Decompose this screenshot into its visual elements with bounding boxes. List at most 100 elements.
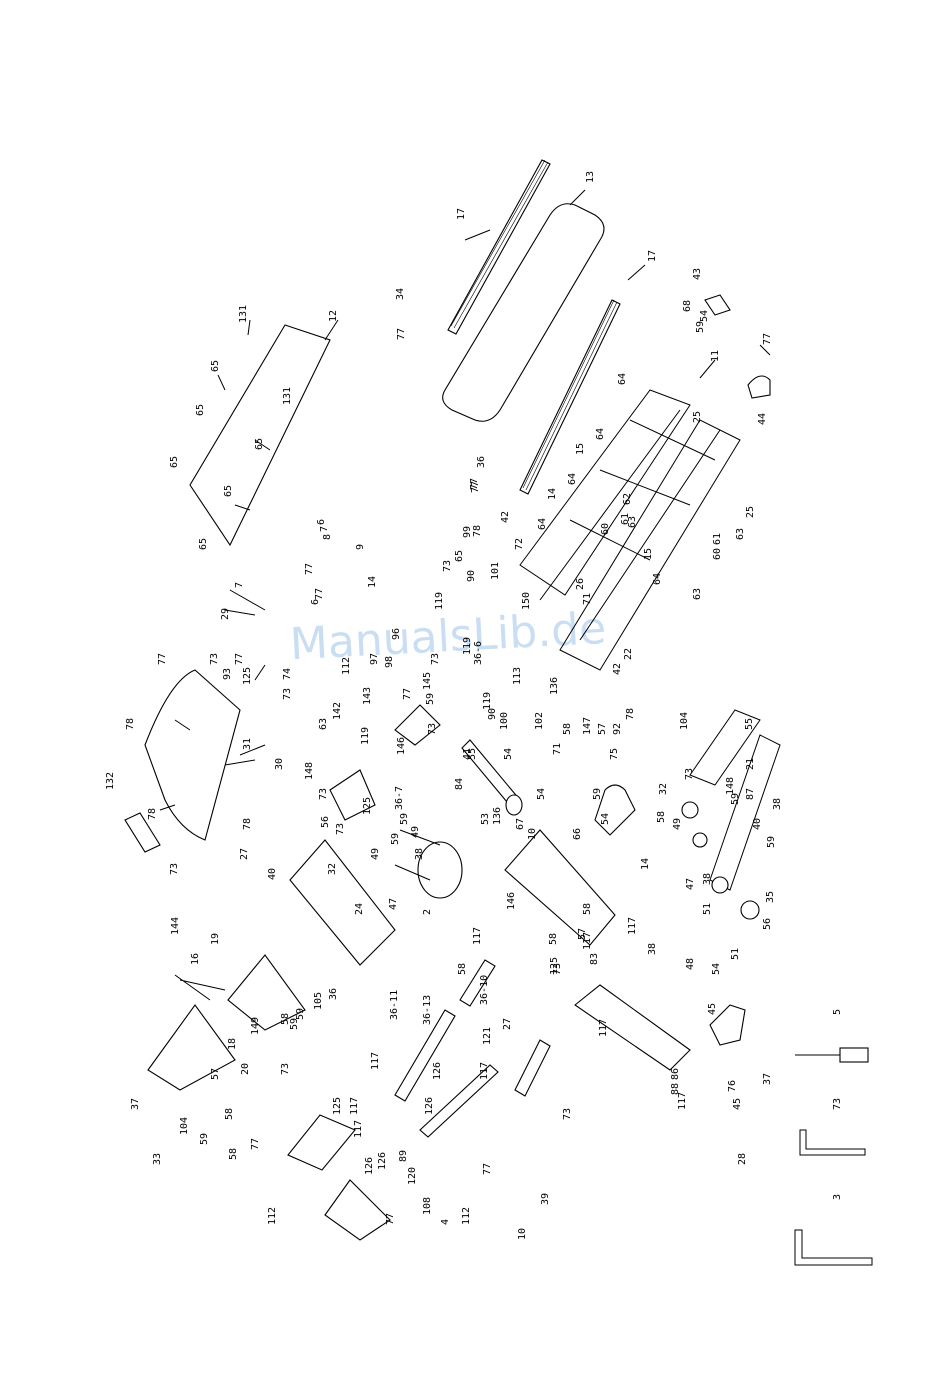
callout-label: 120 [407, 1167, 418, 1185]
callout-label: 25 [692, 411, 703, 423]
callout-label: 14 [640, 858, 651, 870]
callout-label: 12 [328, 310, 339, 322]
callout-label: 64 [617, 373, 628, 385]
callout-label: 71 [552, 743, 563, 755]
callout-label: 59 [425, 693, 436, 705]
callout-label: 28 [737, 1153, 748, 1165]
callout-label: 105 [313, 992, 324, 1010]
callout-label: 60 [712, 548, 723, 560]
callout-label: 84 [454, 778, 465, 790]
callout-label: 54 [711, 963, 722, 975]
callout-label: 125 [332, 1097, 343, 1115]
callout-label: 77 [402, 688, 413, 700]
callout-label: 119 [482, 692, 493, 710]
callout-label: 87 [745, 788, 756, 800]
callout-label: 60 [600, 523, 611, 535]
allen-wrench-small-tool [799, 1129, 866, 1156]
callout-label: 63 [692, 588, 703, 600]
callout-label: 77 [157, 653, 168, 665]
callout-label: 83 [589, 953, 600, 965]
callout-label: 59 [766, 836, 777, 848]
callout-label: 77 [469, 478, 480, 490]
callout-label: 58 [457, 963, 468, 975]
callout-label: 136 [549, 677, 560, 695]
callout-label: 63 [318, 718, 329, 730]
callout-label: 59 [695, 321, 706, 333]
callout-label: 90 [466, 570, 477, 582]
callout-label: 146 [396, 737, 407, 755]
callout-label: 73 [684, 768, 695, 780]
callout-label: 10 [527, 828, 538, 840]
callout-label: 78 [147, 808, 158, 820]
callout-label: 47 [388, 898, 399, 910]
callout-label: 59 [390, 833, 401, 845]
callout-label: 67 [515, 818, 526, 830]
callout-label: 72 [514, 538, 525, 550]
callout-label: 53 [480, 813, 491, 825]
callout-label: 119 [360, 727, 371, 745]
callout-label: 58 [280, 1013, 291, 1025]
callout-label: 57 [210, 1068, 221, 1080]
callout-label: 97 [369, 653, 380, 665]
callout-labels: 1213165651316565656517131734777743595468… [105, 171, 843, 1240]
callout-label: 43 [692, 268, 703, 280]
callout-label: 55 [467, 748, 478, 760]
callout-label: 66 [572, 828, 583, 840]
callout-label: 131 [238, 305, 249, 323]
callout-label: 19 [210, 933, 221, 945]
console-36-11 [147, 1004, 236, 1091]
callout-label: 39 [540, 1193, 551, 1205]
callout-label: 40 [267, 868, 278, 880]
callout-label: 125 [242, 667, 253, 685]
callout-label: 59 [592, 788, 603, 800]
callout-label: 57 [597, 723, 608, 735]
callout-label: 6 [316, 519, 327, 525]
callout-label: 58 [656, 811, 667, 823]
leader-lines [159, 189, 771, 1001]
callout-label: 32 [658, 783, 669, 795]
callout-label: 36-7 [394, 786, 405, 810]
callout-label: 26 [575, 578, 586, 590]
callout-label: 59 [199, 1133, 210, 1145]
callout-label: 35 [765, 891, 776, 903]
callout-label: 29 [220, 608, 231, 620]
callout-label: 71 [582, 593, 593, 605]
callout-label: 144 [170, 917, 181, 935]
callout-label: 78 [242, 818, 253, 830]
callout-label: 65 [169, 456, 180, 468]
main-frame [519, 389, 741, 671]
callout-label: 77 [234, 653, 245, 665]
callout-label: 108 [422, 1197, 433, 1215]
callout-label: 51 [702, 903, 713, 915]
callout-label: 77 [314, 588, 325, 600]
callout-label: 54 [503, 748, 514, 760]
callout-label: 93 [222, 668, 233, 680]
side-cover-36-9 [324, 1179, 391, 1241]
callout-label: 4 [440, 1219, 451, 1225]
callout-label: 76 [727, 1080, 738, 1092]
callout-label: 117 [598, 1019, 609, 1037]
callout-label: 54 [536, 788, 547, 800]
callout-label: 104 [679, 712, 690, 730]
callout-label: 112 [267, 1207, 278, 1225]
callout-label: 41 [462, 748, 473, 760]
callout-label: 75 [609, 748, 620, 760]
callout-label: 58 [224, 1108, 235, 1120]
callout-label: 61 [712, 533, 723, 545]
callout-label: 17 [647, 250, 658, 262]
callout-label: 73 [832, 1098, 843, 1110]
callout-label: 38 [702, 873, 713, 885]
callout-label: 117 [677, 1092, 688, 1110]
callout-label: 117 [479, 1062, 490, 1080]
callout-label: 45 [732, 1098, 743, 1110]
callout-label: 73 [562, 1108, 573, 1120]
callout-label: 73 [442, 560, 453, 572]
callout-label: 49 [370, 848, 381, 860]
upright-left [394, 1009, 499, 1138]
callout-label: 78 [472, 525, 483, 537]
callout-label: 36-6 [473, 641, 484, 665]
callout-label: 148 [304, 762, 315, 780]
callout-label: 65 [223, 485, 234, 497]
callout-label: 73 [430, 653, 441, 665]
